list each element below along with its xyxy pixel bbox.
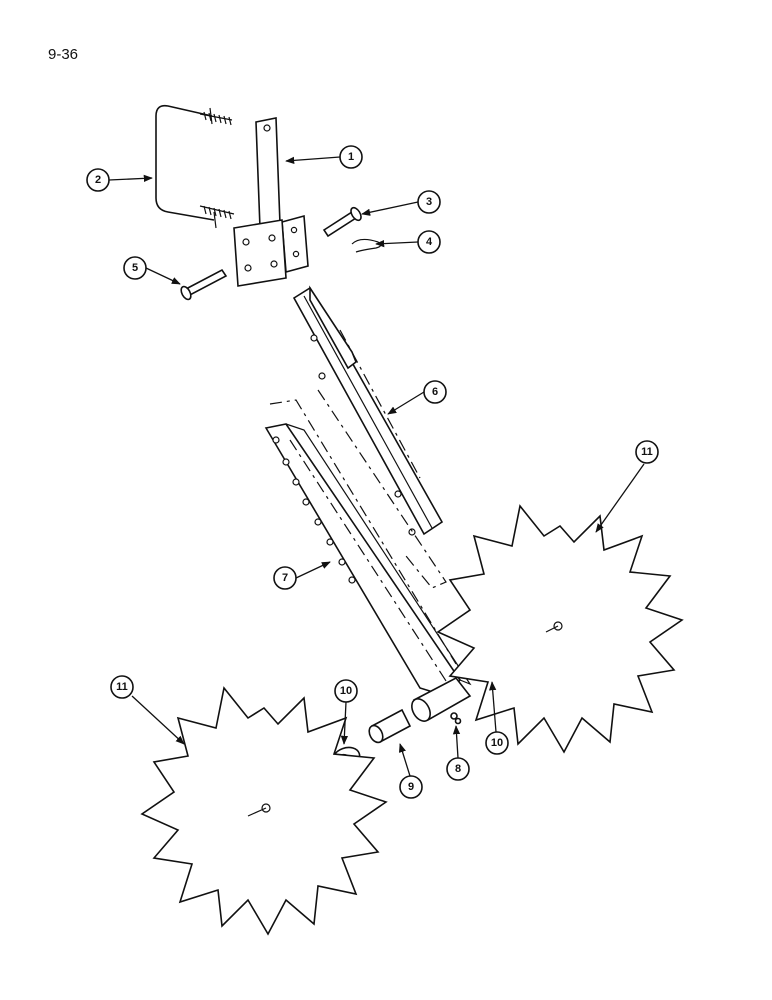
- svg-text:1: 1: [348, 151, 354, 163]
- bolt-part: [180, 268, 228, 301]
- callout-7: 7: [273, 566, 297, 590]
- svg-text:11: 11: [641, 446, 653, 458]
- grease-fitting-part: [450, 712, 462, 725]
- u-bolt-part: [155, 104, 235, 229]
- callout-6: 6: [423, 380, 447, 404]
- callout-5: 5: [123, 256, 147, 280]
- callout-4: 4: [417, 230, 441, 254]
- callout-1: 1: [339, 145, 363, 169]
- svg-text:2: 2: [95, 174, 101, 186]
- spiked-wheel-right-part: [436, 504, 684, 754]
- svg-text:11: 11: [116, 681, 128, 693]
- leader-lines: [108, 156, 645, 777]
- svg-text:8: 8: [455, 763, 461, 775]
- page-number: 9-36: [48, 46, 79, 63]
- callout-11-left: 11: [110, 675, 134, 699]
- callout-3: 3: [417, 190, 441, 214]
- svg-text:3: 3: [426, 196, 432, 208]
- callout-10-left: 10: [334, 679, 358, 703]
- spacer-tube-part: [368, 708, 412, 744]
- hair-pin-clip-part: [351, 238, 382, 253]
- svg-text:9: 9: [408, 781, 414, 793]
- svg-text:10: 10: [491, 737, 503, 749]
- lower-arm-part: [264, 399, 472, 722]
- callout-2: 2: [86, 168, 110, 192]
- callout-11-right: 11: [635, 440, 659, 464]
- svg-text:5: 5: [132, 262, 138, 274]
- svg-text:6: 6: [432, 386, 438, 398]
- svg-text:10: 10: [340, 685, 352, 697]
- mounting-bracket-part: [233, 117, 309, 287]
- callout-10-right: 10: [485, 731, 509, 755]
- callout-9: 9: [399, 775, 423, 799]
- svg-text:4: 4: [426, 236, 433, 248]
- callout-8: 8: [446, 757, 470, 781]
- clevis-pin-part: [322, 206, 362, 238]
- upper-arm-part: [292, 285, 447, 589]
- spiked-wheel-left-part: [140, 686, 388, 936]
- svg-text:7: 7: [282, 572, 288, 584]
